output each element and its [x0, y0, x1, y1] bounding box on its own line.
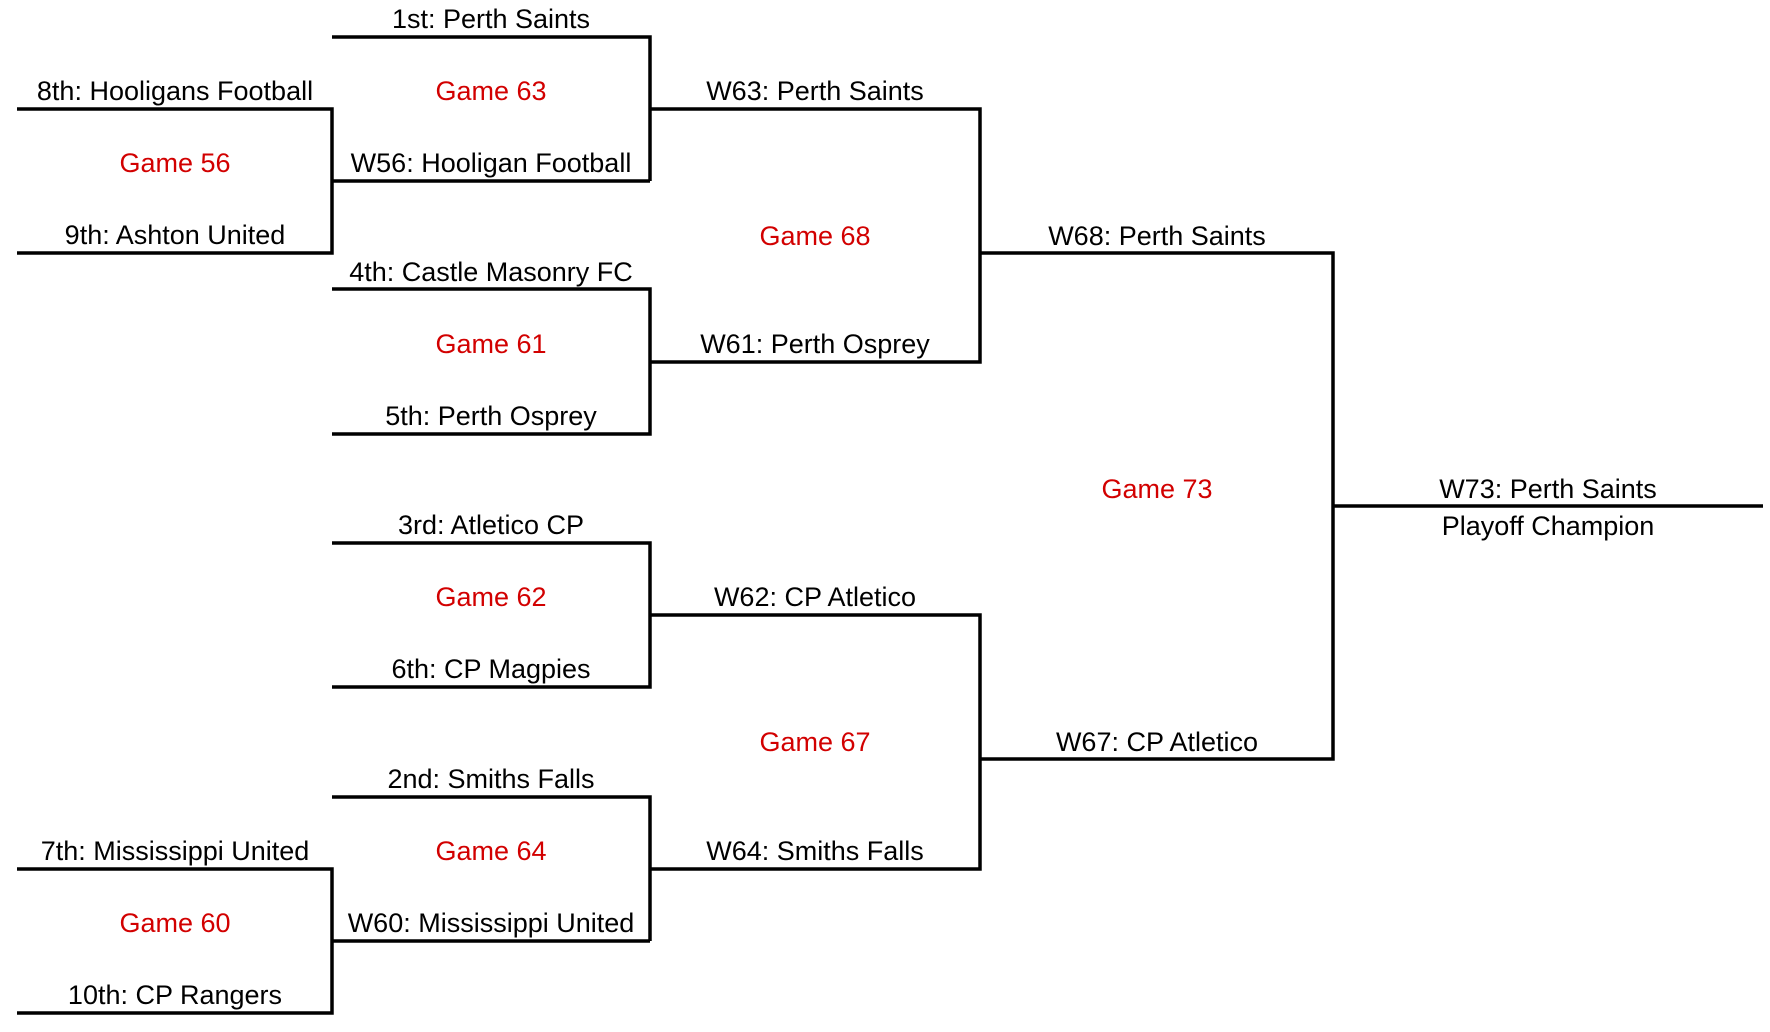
- game-61-bottom-team: 5th: Perth Osprey: [385, 401, 597, 431]
- game-60-bottom-team: 10th: CP Rangers: [68, 980, 282, 1010]
- game-61-label: Game 61: [435, 329, 546, 359]
- game-63-top-team: 1st: Perth Saints: [392, 4, 590, 34]
- game-64-bottom-team: W60: Mississippi United: [348, 908, 635, 938]
- game-62-label: Game 62: [435, 582, 546, 612]
- game-60-bracket: [17, 867, 650, 1015]
- champion-name: W73: Perth Saints: [1439, 474, 1657, 504]
- game-67-bracket-line: [650, 613, 982, 871]
- game-62-bottom-team: 6th: CP Magpies: [391, 654, 590, 684]
- game-56-bracket: [17, 107, 650, 255]
- game-64-label: Game 64: [435, 836, 546, 866]
- game-68-top-team: W63: Perth Saints: [706, 76, 924, 106]
- game-61-top-team: 4th: Castle Masonry FC: [349, 257, 633, 287]
- game-67-top-team: W62: CP Atletico: [714, 582, 916, 612]
- game-73-top-team: W68: Perth Saints: [1048, 221, 1266, 251]
- champion-title: Playoff Champion: [1442, 511, 1655, 541]
- game-73-label: Game 73: [1101, 474, 1212, 504]
- game-64-bracket-line: [332, 795, 652, 941]
- game-63-bracket-line: [332, 35, 652, 181]
- game-67-bottom-team: W64: Smiths Falls: [706, 836, 924, 866]
- game-62-top-team: 3rd: Atletico CP: [398, 510, 584, 540]
- game-73-bottom-team: W67: CP Atletico: [1056, 727, 1258, 757]
- game-56-label: Game 56: [119, 148, 230, 178]
- game-64-top-team: 2nd: Smiths Falls: [387, 764, 594, 794]
- game-56-top-team: 8th: Hooligans Football: [37, 76, 313, 106]
- game-68-bottom-team: W61: Perth Osprey: [700, 329, 930, 359]
- game-56-bottom-team: 9th: Ashton United: [65, 220, 286, 250]
- game-67-label: Game 67: [759, 727, 870, 757]
- game-68-label: Game 68: [759, 221, 870, 251]
- game-60-top-team: 7th: Mississippi United: [41, 836, 310, 866]
- game-60-label: Game 60: [119, 908, 230, 938]
- game-68-bracket-line: [650, 107, 982, 364]
- game-63-bottom-team: W56: Hooligan Football: [351, 148, 632, 178]
- game-63-label: Game 63: [435, 76, 546, 106]
- game-73-bracket-line: [980, 251, 1335, 761]
